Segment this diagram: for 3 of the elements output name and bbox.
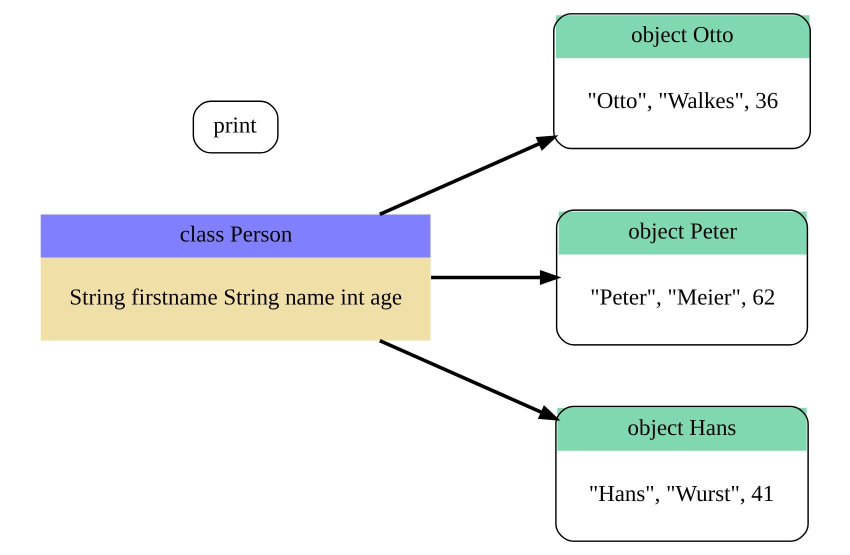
node-box: print	[192, 100, 278, 154]
arrow	[378, 339, 560, 421]
arrow	[430, 270, 561, 286]
